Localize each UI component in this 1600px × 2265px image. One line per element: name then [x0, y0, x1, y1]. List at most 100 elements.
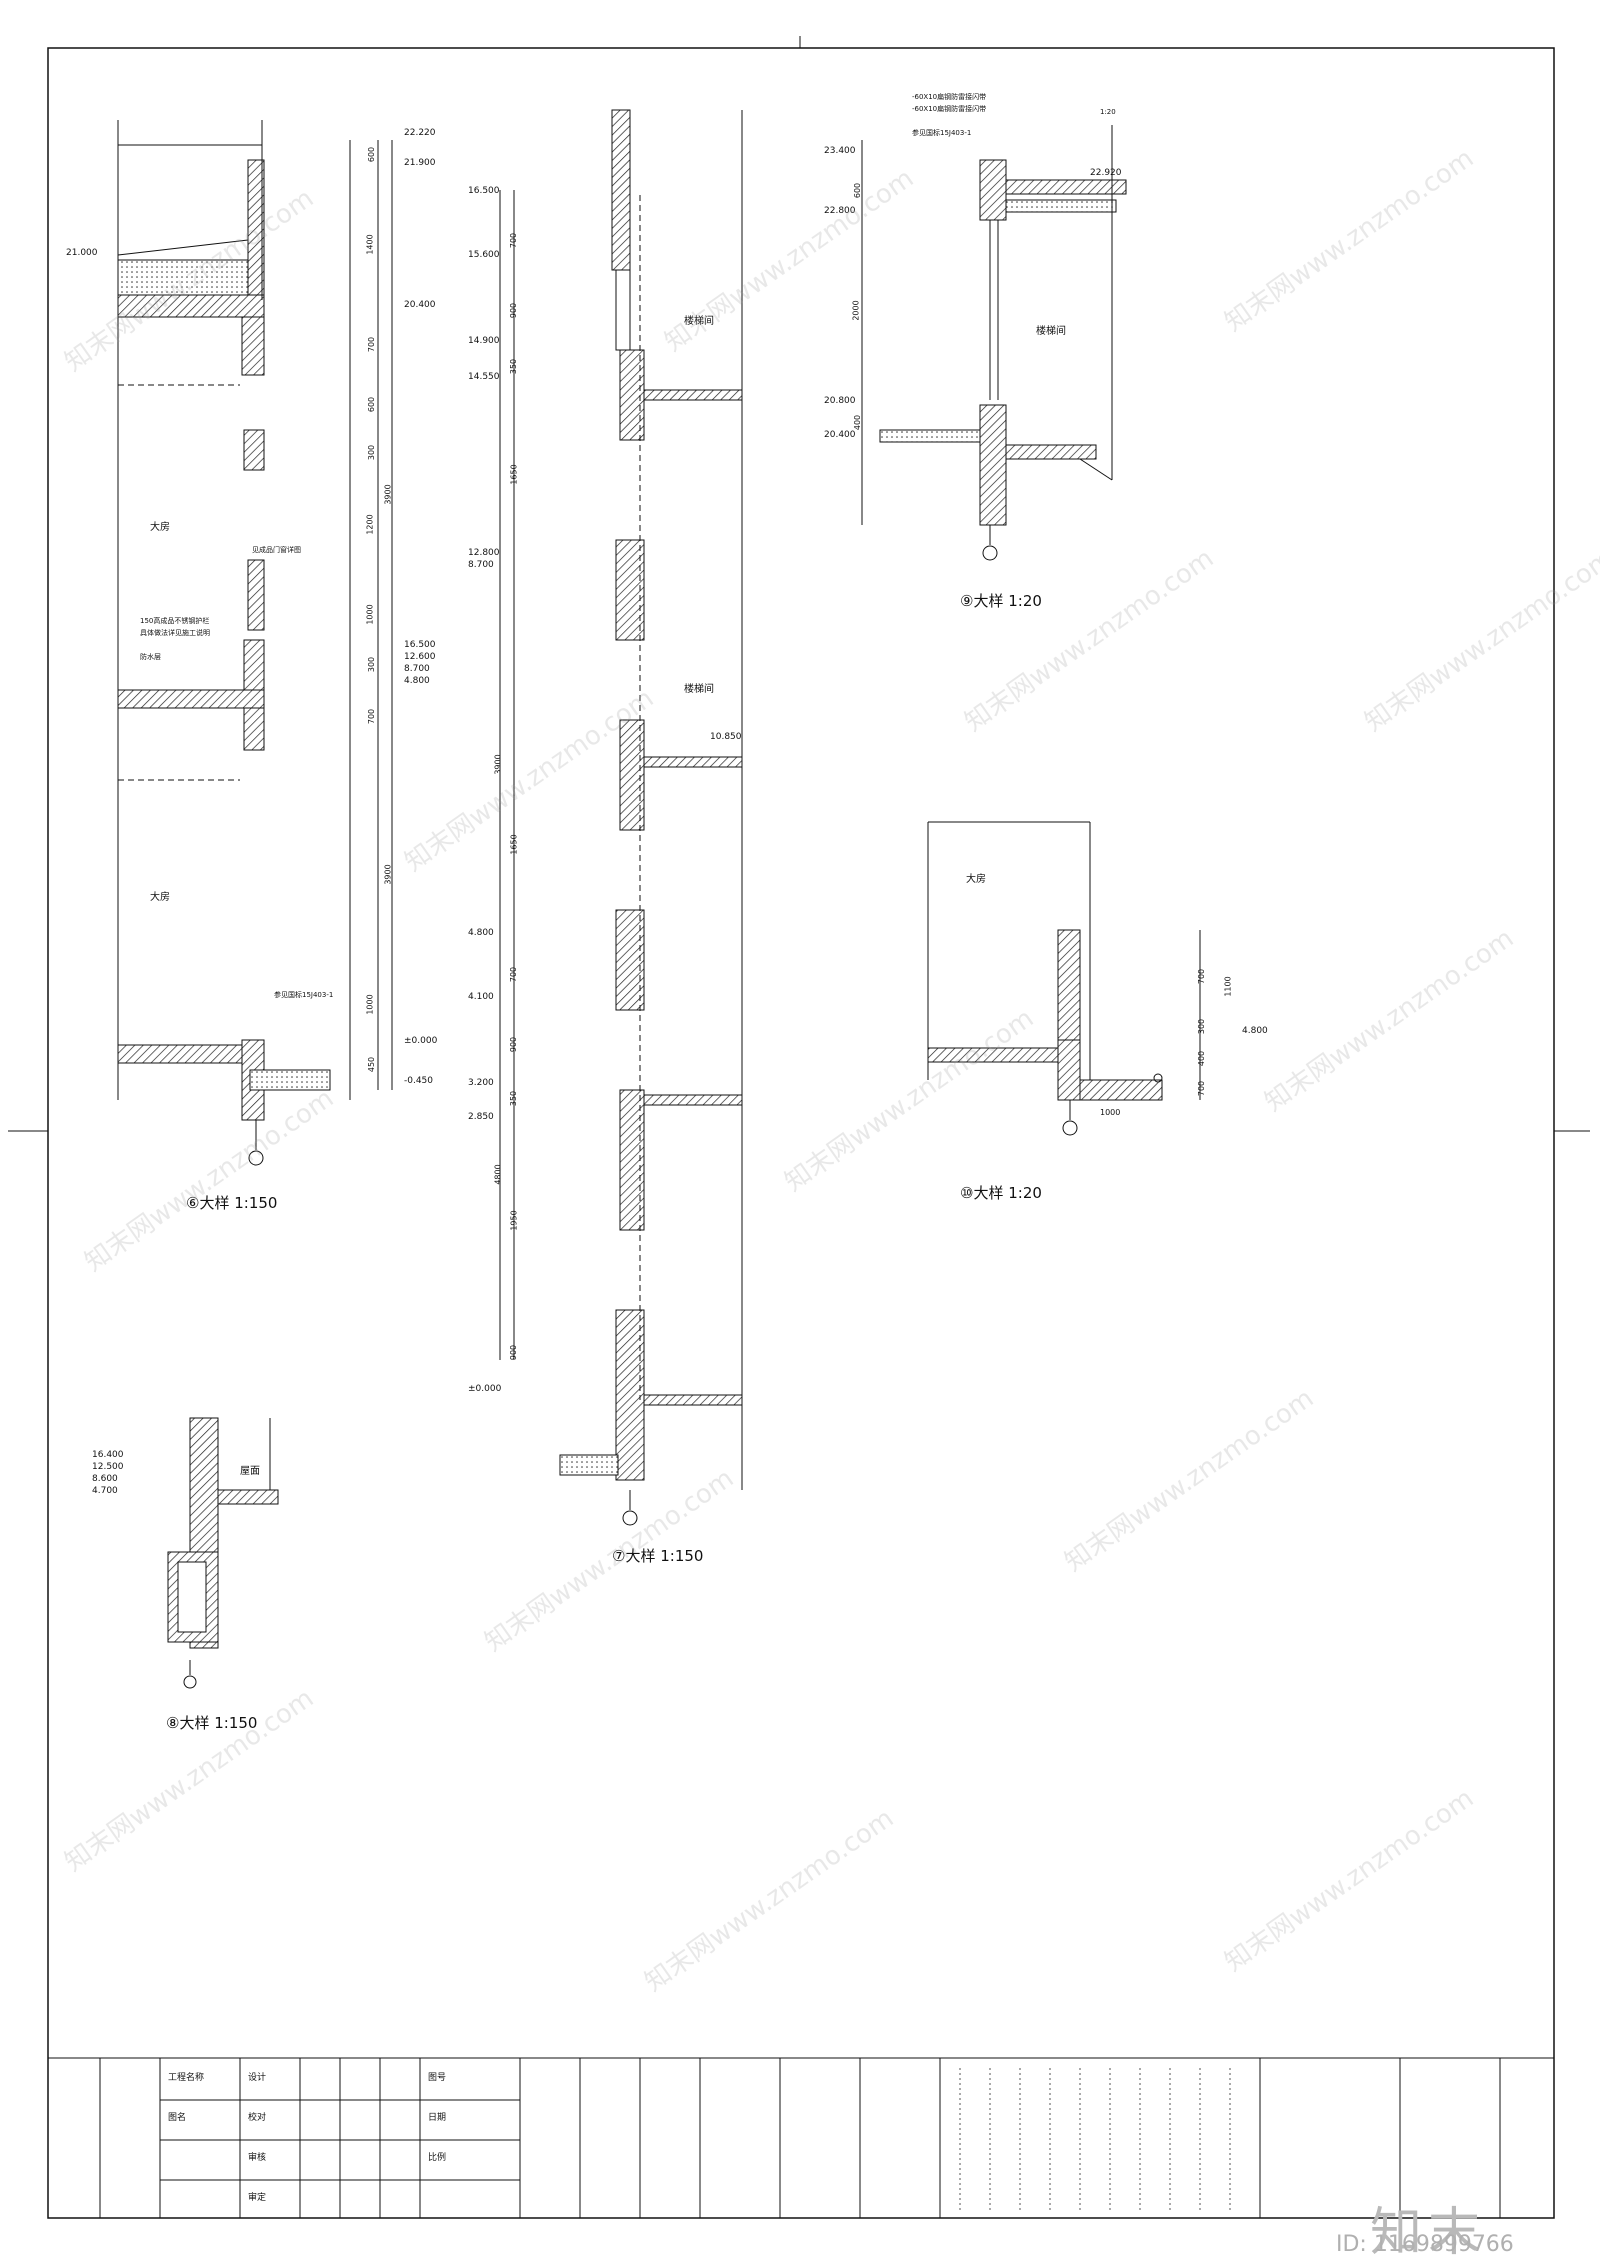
note-d6: 参见国标15J403-1 [274, 991, 334, 999]
dim-d6: 1000 [365, 604, 375, 625]
dim-d6: 700 [367, 708, 377, 725]
dim-d9: 2000 [851, 300, 861, 321]
elev-d6: 20.400 [404, 300, 436, 310]
image-id-text: ID: 1169899766 [1336, 2232, 1514, 2257]
elev-d6: 21.900 [404, 158, 436, 168]
detail-9-title: ⑨大样 1:20 [960, 592, 1042, 610]
detail-8-title: ⑧大样 1:150 [166, 1714, 258, 1732]
elev-d9: 22.800 [824, 206, 856, 216]
elev-d7: 2.850 [468, 1112, 494, 1122]
detail-10-title: ⑩大样 1:20 [960, 1184, 1042, 1202]
dim-d7: 700 [509, 966, 519, 983]
dim-d7: 900 [509, 1344, 519, 1361]
detail-9-section [861, 125, 1127, 561]
dim-d6: 1200 [365, 514, 375, 535]
note-d9: -60X10扁钢防雷接闪带 [912, 105, 987, 113]
elev-d7: 12.800 [468, 548, 500, 558]
dim-d6: 450 [367, 1056, 377, 1073]
room-label-d6-upper: 大房 [150, 522, 170, 533]
room-label-d7-a: 楼梯间 [684, 316, 714, 327]
elev-d7: 15.600 [468, 250, 500, 260]
room-label-d6-lower: 大房 [150, 892, 170, 903]
elev-d7: ±0.000 [468, 1384, 502, 1394]
elev-d9: 22.920 [1090, 168, 1122, 178]
elev-d9: 20.800 [824, 396, 856, 406]
dim-d10: 700 [1197, 968, 1207, 985]
detail-10-section [927, 821, 1201, 1136]
dim-d7: 350 [509, 1090, 519, 1107]
dim-d6: 1000 [365, 994, 375, 1015]
room-label-d7-b: 楼梯间 [684, 684, 714, 695]
room-label-d9: 楼梯间 [1036, 326, 1066, 337]
dim-d6: 1400 [365, 234, 375, 255]
dim-d7: 900 [509, 1036, 519, 1053]
title-block-label: 图名 [168, 2113, 187, 2123]
elev-d6: 22.220 [404, 128, 436, 138]
elev-d7: 16.500 [468, 186, 500, 196]
dim-d10: 700 [1197, 1080, 1207, 1097]
note-d6: 具体做法详见施工说明 [140, 629, 210, 637]
elev-d6: -0.450 [404, 1076, 434, 1086]
dim-d6: 600 [367, 146, 377, 163]
dim-d7: 4800 [493, 1164, 503, 1185]
elev-d9: 23.400 [824, 146, 856, 156]
dim-d10: 300 [1197, 1018, 1207, 1035]
room-label-d10: 大房 [966, 874, 986, 885]
dim-d7: 3900 [493, 754, 503, 775]
note-d9: 参见国标15J403-1 [912, 129, 972, 137]
room-label-d8: 屋面 [240, 1466, 260, 1477]
dim-d6: 300 [367, 656, 377, 673]
elev-d6: 16.500 [404, 640, 436, 650]
elev-d8: 12.500 [92, 1462, 124, 1472]
detail-6-title: ⑥大样 1:150 [186, 1194, 278, 1212]
elev-d6: 4.800 [404, 676, 430, 686]
dim-d7: 900 [509, 302, 519, 319]
elev-d6: 12.600 [404, 652, 436, 662]
dim-d10: 1000 [1100, 1108, 1121, 1117]
dim-d10: 1100 [1223, 976, 1233, 997]
title-block-label: 审定 [248, 2193, 267, 2203]
dim-d6: 700 [367, 336, 377, 353]
detail-7-section [499, 109, 743, 1526]
elev-d7: 4.800 [468, 928, 494, 938]
title-block-label: 图号 [428, 2073, 447, 2083]
dim-d6: 300 [367, 444, 377, 461]
title-block [47, 2057, 1555, 2219]
detail-7-title: ⑦大样 1:150 [612, 1547, 704, 1565]
elev-d6: 21.000 [66, 248, 98, 258]
elev-d8: 8.600 [92, 1474, 118, 1484]
dim-d9: 600 [853, 182, 863, 199]
brand-logo: 知末 [1370, 2203, 1487, 2263]
elev-d6: ±0.000 [404, 1036, 438, 1046]
dim-d7: 1950 [509, 1210, 519, 1231]
dim-d7: 1650 [509, 834, 519, 855]
elev-d7: 14.900 [468, 336, 500, 346]
elev-d7: 8.700 [468, 560, 494, 570]
note-d9: 1:20 [1100, 108, 1116, 116]
detail-8-section [167, 1417, 279, 1689]
note-d6: 见成品门窗详图 [252, 546, 301, 554]
dim-d7: 700 [509, 232, 519, 249]
elev-d7: 10.850 [710, 732, 742, 742]
elev-d7: 4.100 [468, 992, 494, 1002]
elev-d10: 4.800 [1242, 1026, 1268, 1036]
elev-d8: 16.400 [92, 1450, 124, 1460]
dim-d9: 400 [853, 414, 863, 431]
note-d6: 150高成品不锈钢护栏 [140, 617, 210, 625]
title-block-label: 审核 [248, 2153, 267, 2163]
elev-d7: 14.550 [468, 372, 500, 382]
note-d6: 防水层 [140, 653, 161, 661]
dim-d7: 1650 [509, 464, 519, 485]
dim-d10: 400 [1197, 1050, 1207, 1067]
title-block-label: 设计 [248, 2073, 267, 2083]
detail-6-section [117, 120, 393, 1166]
title-block-label: 工程名称 [168, 2073, 205, 2083]
dim-d7: 350 [509, 358, 519, 375]
title-block-label: 校对 [248, 2113, 267, 2123]
elev-d9: 20.400 [824, 430, 856, 440]
dim-d6: 600 [367, 396, 377, 413]
dim-d6: 3900 [383, 484, 393, 505]
title-block-label: 日期 [428, 2113, 447, 2123]
title-block-label: 比例 [428, 2153, 447, 2163]
